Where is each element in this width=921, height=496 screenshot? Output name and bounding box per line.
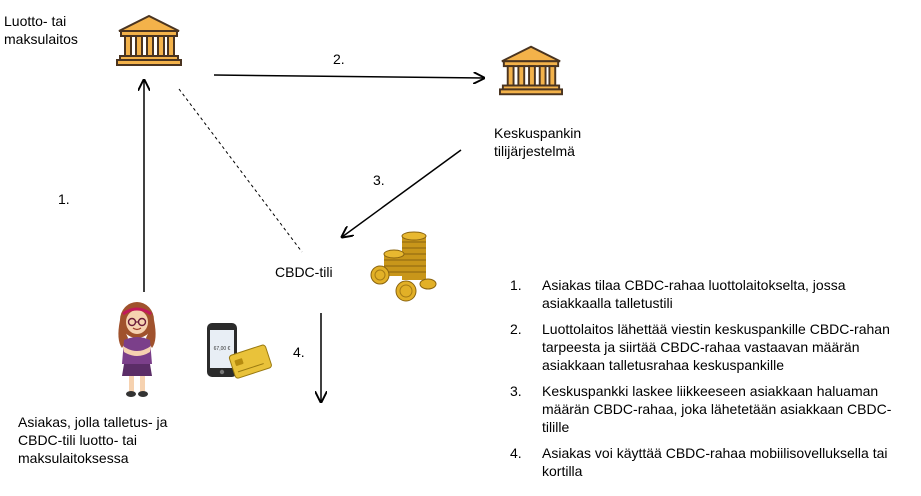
step-text: Asiakas voi käyttää CBDC-rahaa mobiiliso… (542, 445, 888, 479)
phone-screen-amount: 67,00 € (214, 346, 231, 352)
central-bank-label-line1: Keskuspankin (494, 125, 582, 141)
step-item: 3. Keskuspankki laskee liikkeeseen asiak… (510, 382, 910, 436)
cbdc-account-label: CBDC-tili (275, 264, 333, 280)
arrow-2 (213, 75, 484, 78)
step-number: 4. (510, 445, 522, 461)
arrow-1-label: 1. (58, 191, 70, 207)
customer-label: Asiakas, jolla talletus- ja CBDC-tili lu… (18, 413, 167, 467)
customer-label-line3: maksulaitoksessa (18, 450, 129, 466)
step-text: Asiakas tilaa CBDC-rahaa luottolaitoksel… (542, 277, 846, 311)
dashed-link (178, 88, 303, 253)
step-number: 2. (510, 321, 522, 337)
phone-and-card-icon: 67,00 € (207, 323, 272, 379)
bank-label-line1: Luotto- tai (4, 13, 67, 29)
customer-label-line1: Asiakas, jolla talletus- ja (18, 414, 168, 430)
step-item: 2. Luottolaitos lähettää viestin keskusp… (510, 320, 910, 374)
step-number: 1. (510, 277, 522, 293)
arrow-3-label: 3. (373, 172, 385, 188)
customer-label-line2: CBDC-tili luotto- tai (18, 432, 138, 448)
step-number: 3. (510, 383, 522, 399)
central-bank-label: Keskuspankin tilijärjestelmä (494, 124, 581, 160)
central-bank-building-icon (499, 45, 563, 96)
coins-icon (370, 231, 437, 302)
arrow-4-label: 4. (293, 344, 305, 360)
bank-label: Luotto- tai maksulaitos (4, 12, 78, 48)
step-item: 1. Asiakas tilaa CBDC-rahaa luottolaitok… (510, 276, 910, 312)
customer-woman-icon (118, 302, 156, 397)
step-item: 4. Asiakas voi käyttää CBDC-rahaa mobiil… (510, 444, 910, 480)
bank-label-line2: maksulaitos (4, 31, 78, 47)
steps-list: 1. Asiakas tilaa CBDC-rahaa luottolaitok… (510, 276, 910, 488)
step-text: Luottolaitos lähettää viestin keskuspank… (542, 321, 890, 373)
bank-building-icon (116, 14, 182, 66)
arrow-2-label: 2. (333, 51, 345, 67)
arrow-3 (342, 149, 462, 237)
step-text: Keskuspankki laskee liikkeeseen asiakkaa… (542, 383, 892, 435)
central-bank-label-line2: tilijärjestelmä (494, 143, 575, 159)
